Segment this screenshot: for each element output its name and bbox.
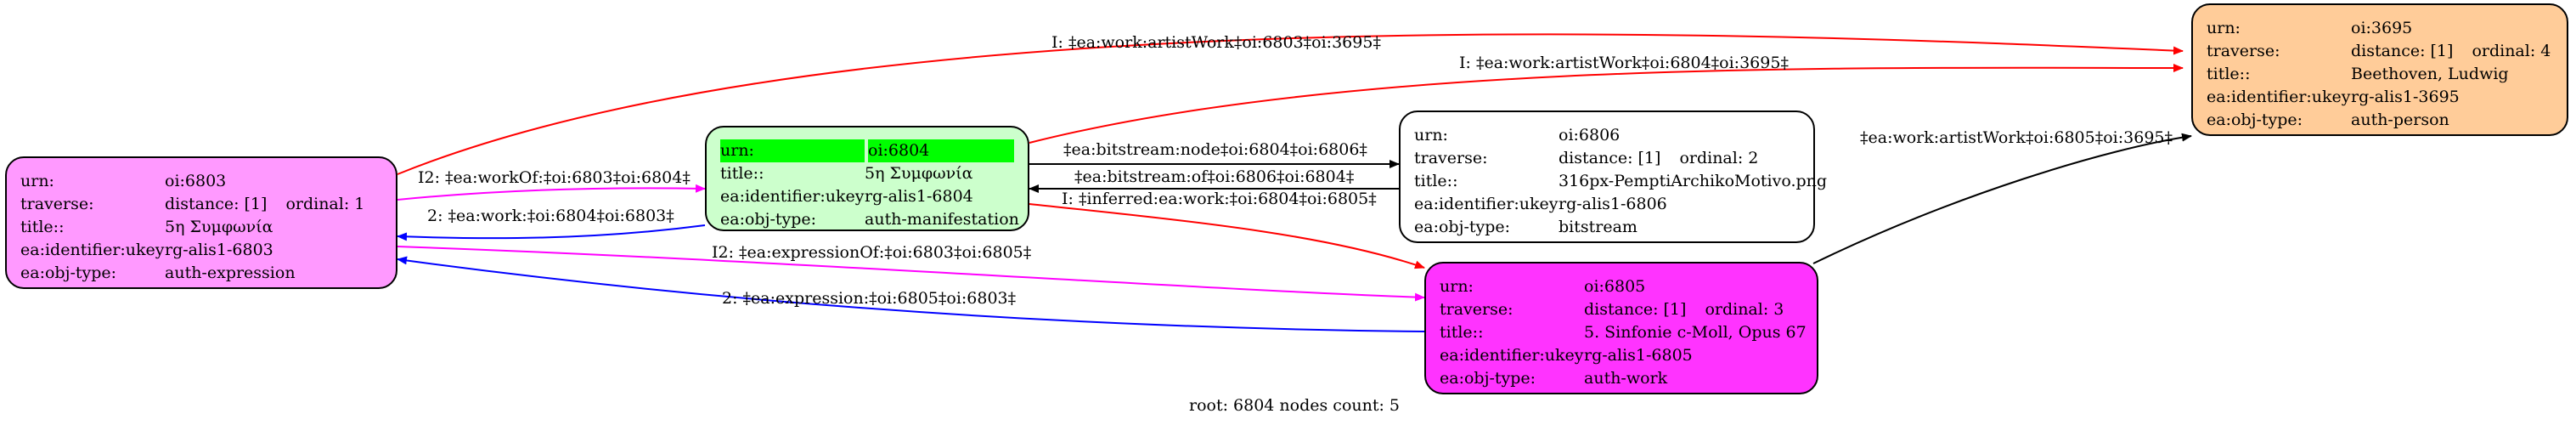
- edge-label: ‡ea:work:artistWork‡oi:6805‡oi:3695‡: [1860, 128, 2173, 147]
- title-key: title::: [1414, 172, 1458, 190]
- graph-footer: root: 6804 nodes count: 5: [1189, 396, 1401, 415]
- objtype-value: bitstream: [1559, 218, 1637, 236]
- ukey-value: rg-alis1-6806: [1559, 195, 1667, 213]
- title-key: title::: [20, 218, 65, 236]
- objtype-value: auth-expression: [165, 264, 296, 282]
- traverse-ordinal: ordinal: 2: [1679, 149, 1759, 167]
- urn-value: oi:6806: [1559, 126, 1621, 144]
- urn-key: urn:: [1440, 277, 1474, 296]
- objtype-key: ea:obj-type:: [20, 264, 117, 282]
- node-6806[interactable]: urn: oi:6806 traverse: distance: [1] ordina…: [1399, 110, 1827, 243]
- traverse-key: traverse:: [20, 195, 94, 213]
- title-value: 5. Sinfonie c-Moll, Opus 67: [1584, 323, 1807, 342]
- ukey-key: ea:identifier:ukey: [720, 187, 865, 206]
- ukey-key: ea:identifier:ukey: [1414, 195, 1559, 213]
- urn-key: urn:: [20, 172, 54, 190]
- edge-6803-6804: [397, 184, 706, 201]
- traverse-distance: distance: [1]: [1559, 149, 1661, 167]
- objtype-key: ea:obj-type:: [1414, 218, 1511, 236]
- traverse-key: traverse:: [1440, 300, 1513, 319]
- title-key: title::: [1440, 323, 1484, 342]
- urn-value: oi:6803: [165, 172, 227, 190]
- urn-key: urn:: [2207, 19, 2241, 37]
- objtype-value: auth-work: [1584, 369, 1668, 388]
- objtype-key: ea:obj-type:: [2207, 110, 2303, 129]
- title-value: Beethoven, Ludwig: [2351, 65, 2509, 83]
- node-6805[interactable]: urn: oi:6805 traverse: distance: [1] ordina…: [1424, 262, 1818, 394]
- ukey-value: rg-alis1-3695: [2351, 88, 2460, 106]
- edge-6804-3695: [1029, 63, 2184, 144]
- ukey-value: rg-alis1-6805: [1584, 346, 1693, 365]
- traverse-ordinal: ordinal: 3: [1705, 300, 1784, 319]
- title-key: title::: [2207, 65, 2251, 83]
- edge-label: I2: ‡ea:expressionOf:‡oi:6803‡oi:6805‡: [712, 243, 1031, 262]
- edge-6805-6803: [397, 256, 1425, 332]
- urn-key: urn:: [720, 139, 865, 162]
- node-3695[interactable]: urn: oi:3695 traverse: distance: [1] ordina…: [2191, 3, 2568, 136]
- ukey-key: ea:identifier:ukey: [2207, 88, 2351, 106]
- ukey-value: rg-alis1-6804: [865, 187, 973, 206]
- title-value: 5η Συμφωνία: [865, 164, 973, 183]
- edge-label: I: ‡ea:work:artistWork‡oi:6804‡oi:3695‡: [1459, 54, 1789, 72]
- edge-6803-6805: [397, 246, 1425, 302]
- traverse-key: traverse:: [1414, 149, 1488, 167]
- traverse-ordinal: ordinal: 4: [2472, 42, 2551, 60]
- edge-label: ‡ea:bitstream:node‡oi:6804‡oi:6806‡: [1063, 140, 1367, 159]
- traverse-distance: distance: [1]: [1584, 300, 1687, 319]
- ukey-key: ea:identifier:ukey: [20, 241, 165, 259]
- urn-value: oi:3695: [2351, 19, 2413, 37]
- edge-6804-6805: [1029, 203, 1425, 269]
- title-value: 316px-PemptiArchikoMotivo.png: [1559, 172, 1828, 190]
- objtype-value: auth-manifestation: [865, 210, 1019, 229]
- traverse-distance: distance: [1]: [2351, 42, 2454, 60]
- node-6804[interactable]: urn:oi:6804 title::5η Συμφωνία ea:identi…: [705, 126, 1029, 231]
- urn-value: oi:6804: [868, 141, 930, 160]
- edge-label: ‡ea:bitstream:of‡oi:6806‡oi:6804‡: [1074, 167, 1354, 186]
- ukey-value: rg-alis1-6803: [165, 241, 273, 259]
- node-6803[interactable]: urn: oi:6803 traverse: distance: [1] ordina…: [5, 156, 397, 289]
- traverse-key: traverse:: [2207, 42, 2280, 60]
- edge-label: 2: ‡ea:work:‡oi:6804‡oi:6803‡: [427, 207, 674, 225]
- urn-value: oi:6805: [1584, 277, 1646, 296]
- title-value: 5η Συμφωνία: [165, 218, 273, 236]
- traverse-ordinal: ordinal: 1: [285, 195, 365, 213]
- urn-key: urn:: [1414, 126, 1448, 144]
- traverse-distance: distance: [1]: [165, 195, 268, 213]
- edge-6803-3695: [397, 33, 2184, 175]
- title-key: title::: [720, 164, 764, 183]
- ukey-key: ea:identifier:ukey: [1440, 346, 1584, 365]
- objtype-key: ea:obj-type:: [1440, 369, 1536, 388]
- edge-label: I2: ‡ea:workOf:‡oi:6803‡oi:6804‡: [418, 168, 691, 187]
- edge-6805-3695: [1812, 133, 2192, 264]
- edge-label: I: ‡ea:work:artistWork‡oi:6803‡oi:3695‡: [1051, 33, 1381, 52]
- objtype-value: auth-person: [2351, 110, 2449, 129]
- objtype-key: ea:obj-type:: [720, 210, 817, 229]
- edge-6804-6803: [397, 224, 706, 241]
- edge-label: I: ‡inferred:ea:work:‡oi:6804‡oi:6805‡: [1062, 190, 1377, 208]
- edge-label: 2: ‡ea:expression:‡oi:6805‡oi:6803‡: [722, 289, 1016, 308]
